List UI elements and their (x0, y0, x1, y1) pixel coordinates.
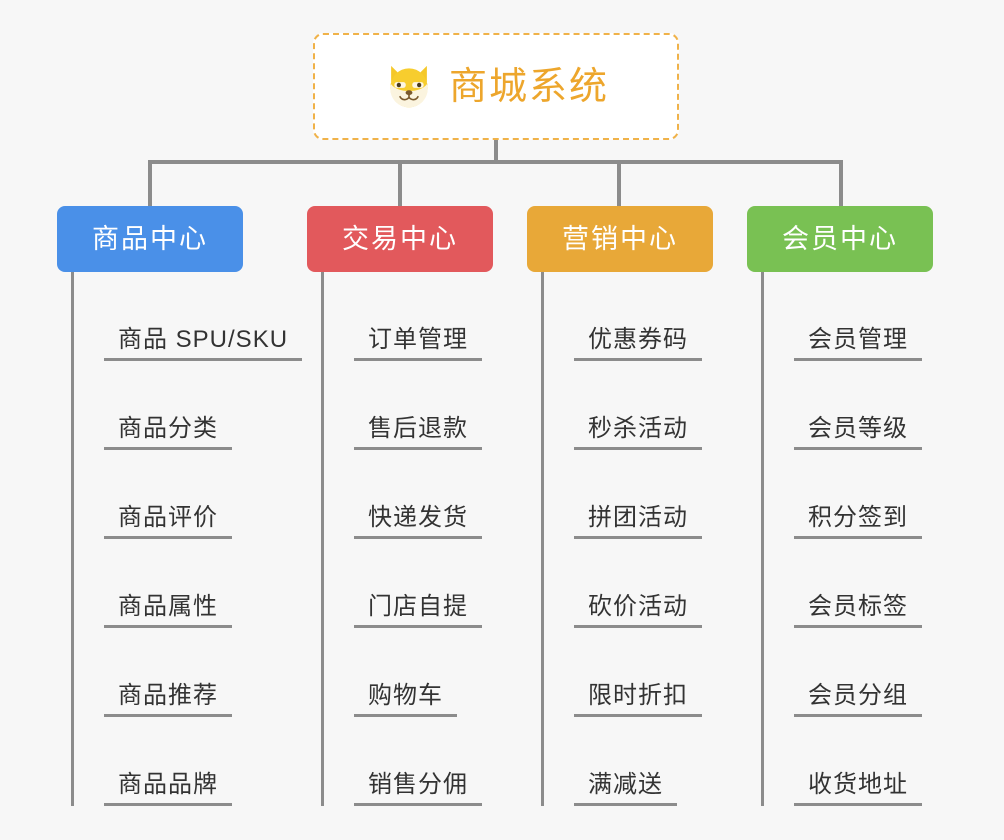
leaf-label: 商品品牌 (104, 773, 232, 806)
list-item[interactable]: 商品推荐 (74, 628, 307, 717)
list-item[interactable]: 商品属性 (74, 539, 307, 628)
connector-drop-2 (617, 160, 621, 206)
list-item[interactable]: 会员管理 (764, 272, 997, 361)
list-item[interactable]: 会员等级 (764, 361, 997, 450)
category-header-product[interactable]: 商品中心 (57, 206, 243, 272)
leaf-label: 快递发货 (354, 506, 482, 539)
leaf-label: 会员分组 (794, 684, 922, 717)
leaf-label: 订单管理 (354, 328, 482, 361)
leaf-label: 拼团活动 (574, 506, 702, 539)
list-item[interactable]: 商品品牌 (74, 717, 307, 806)
category-header-member[interactable]: 会员中心 (747, 206, 933, 272)
leaf-label: 商品推荐 (104, 684, 232, 717)
leaf-label: 商品评价 (104, 506, 232, 539)
leaf-list-trade: 订单管理 售后退款 快递发货 门店自提 购物车 销售分佣 (321, 272, 557, 806)
leaf-label: 砍价活动 (574, 595, 702, 628)
leaf-label: 门店自提 (354, 595, 482, 628)
connector-horizontal-bus (148, 160, 843, 164)
leaf-label: 商品 SPU/SKU (104, 328, 303, 361)
leaf-label: 销售分佣 (354, 773, 482, 806)
leaf-label: 会员管理 (794, 328, 922, 361)
category-column-trade: 交易中心 订单管理 售后退款 快递发货 门店自提 购物车 销售分佣 (307, 206, 557, 806)
connector-drop-3 (839, 160, 843, 206)
connector-root-stem (494, 140, 498, 162)
leaf-list-product: 商品 SPU/SKU 商品分类 商品评价 商品属性 商品推荐 商品品牌 (71, 272, 307, 806)
leaf-label: 购物车 (354, 684, 457, 717)
category-column-product: 商品中心 商品 SPU/SKU 商品分类 商品评价 商品属性 商品推荐 商品品牌 (57, 206, 307, 806)
category-title: 商品中心 (92, 223, 208, 254)
list-item[interactable]: 会员标签 (764, 539, 997, 628)
list-item[interactable]: 收货地址 (764, 717, 997, 806)
list-item[interactable]: 积分签到 (764, 450, 997, 539)
list-item[interactable]: 订单管理 (324, 272, 557, 361)
leaf-label: 商品属性 (104, 595, 232, 628)
list-item[interactable]: 拼团活动 (544, 450, 777, 539)
category-title: 营销中心 (562, 223, 678, 254)
root-title: 商城系统 (448, 65, 609, 108)
list-item[interactable]: 限时折扣 (544, 628, 777, 717)
leaf-list-marketing: 优惠券码 秒杀活动 拼团活动 砍价活动 限时折扣 满减送 (541, 272, 777, 806)
list-item[interactable]: 优惠券码 (544, 272, 777, 361)
list-item[interactable]: 销售分佣 (324, 717, 557, 806)
list-item[interactable]: 满减送 (544, 717, 777, 806)
leaf-label: 优惠券码 (574, 328, 702, 361)
leaf-label: 会员标签 (794, 595, 922, 628)
list-item[interactable]: 商品 SPU/SKU (74, 272, 307, 361)
leaf-label: 会员等级 (794, 417, 922, 450)
connector-drop-0 (148, 160, 152, 206)
list-item[interactable]: 快递发货 (324, 450, 557, 539)
list-item[interactable]: 售后退款 (324, 361, 557, 450)
list-item[interactable]: 购物车 (324, 628, 557, 717)
shiba-dog-icon (390, 65, 428, 107)
leaf-label: 限时折扣 (574, 684, 702, 717)
list-item[interactable]: 商品评价 (74, 450, 307, 539)
category-header-trade[interactable]: 交易中心 (307, 206, 493, 272)
category-title: 会员中心 (782, 223, 898, 254)
leaf-label: 积分签到 (794, 506, 922, 539)
list-item[interactable]: 商品分类 (74, 361, 307, 450)
list-item[interactable]: 会员分组 (764, 628, 997, 717)
list-item[interactable]: 门店自提 (324, 539, 557, 628)
leaf-label: 商品分类 (104, 417, 232, 450)
category-column-marketing: 营销中心 优惠券码 秒杀活动 拼团活动 砍价活动 限时折扣 满减送 (527, 206, 777, 806)
leaf-label: 秒杀活动 (574, 417, 702, 450)
category-header-marketing[interactable]: 营销中心 (527, 206, 713, 272)
list-item[interactable]: 秒杀活动 (544, 361, 777, 450)
list-item[interactable]: 砍价活动 (544, 539, 777, 628)
leaf-list-member: 会员管理 会员等级 积分签到 会员标签 会员分组 收货地址 (761, 272, 997, 806)
category-column-member: 会员中心 会员管理 会员等级 积分签到 会员标签 会员分组 收货地址 (747, 206, 997, 806)
category-title: 交易中心 (342, 223, 458, 254)
leaf-label: 售后退款 (354, 417, 482, 450)
root-node[interactable]: 商城系统 (313, 33, 679, 140)
leaf-label: 收货地址 (794, 773, 922, 806)
leaf-label: 满减送 (574, 773, 677, 806)
connector-drop-1 (398, 160, 402, 206)
